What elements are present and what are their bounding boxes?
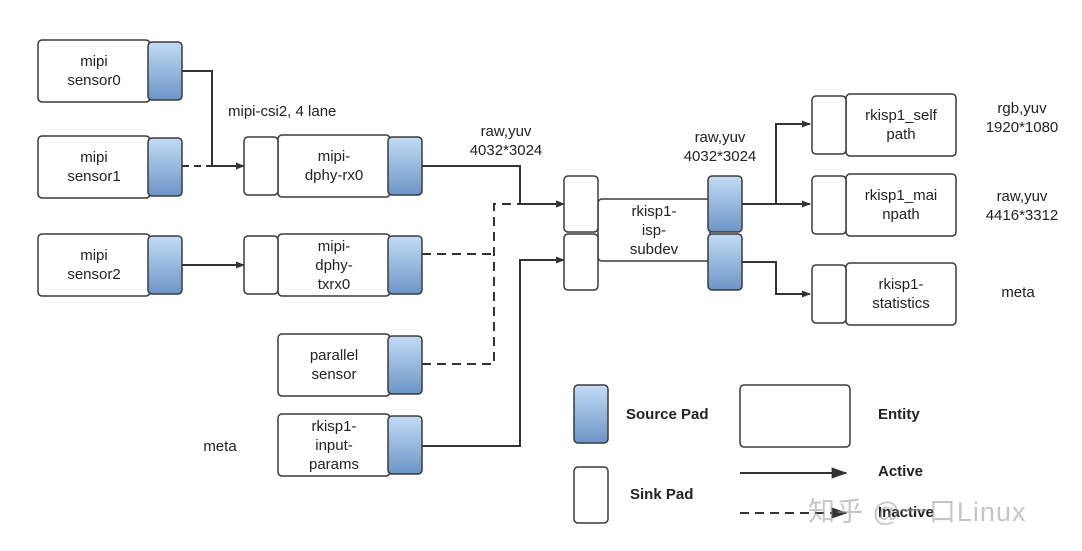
- legend-sink-pad-label: Sink Pad: [630, 486, 694, 503]
- isp-sink-pad-0: [563, 175, 599, 233]
- dphy-rx0-label: mipi- dphy-rx0: [304, 148, 364, 184]
- link-parallel-isp: [422, 200, 565, 365]
- isp-subdev-label: rkisp1- isp- subdev: [629, 202, 679, 258]
- legend-active-label: Active: [878, 463, 924, 480]
- legend-inactive-label: Inactive: [878, 504, 934, 521]
- sensor0-source-pad: [147, 41, 183, 101]
- statistics-meta-annotation: meta: [1001, 284, 1035, 301]
- legend-source-pad: [573, 384, 609, 444]
- dphy-txrx0-label: mipi- dphy- txrx0: [315, 237, 353, 293]
- sensor1-label: mipi sensor1: [67, 149, 121, 185]
- txrx0-sink-pad: [243, 235, 279, 295]
- isp-sink-pad-1: [563, 233, 599, 291]
- sensor2-source-pad: [147, 235, 183, 295]
- sensor2-label: mipi sensor2: [67, 247, 121, 283]
- link-isp-selfpath: [742, 120, 811, 205]
- selfpath-format-annotation: rgb,yuv 1920*1080: [985, 100, 1059, 136]
- link-params-isp: [422, 256, 565, 447]
- legend-entity-box: [739, 384, 851, 448]
- isp-format-annotation: raw,yuv 4032*3024: [683, 129, 757, 165]
- mainpath-sink-pad: [811, 175, 847, 235]
- mainpath-label: rkisp1_mai npath: [864, 187, 938, 223]
- isp-source-pad-1: [707, 233, 743, 291]
- legend-sink-pad: [573, 466, 609, 524]
- link-sensor0-rx0: [182, 70, 245, 170]
- link-isp-statistics: [742, 261, 811, 298]
- rx0-source-pad: [387, 136, 423, 196]
- selfpath-sink-pad: [811, 95, 847, 155]
- txrx0-source-pad: [387, 235, 423, 295]
- legend-entity-label: Entity: [878, 406, 920, 423]
- statistics-label: rkisp1- statistics: [872, 276, 930, 312]
- parallel-source-pad: [387, 335, 423, 395]
- parallel-sensor-label: parallel sensor: [309, 347, 359, 383]
- input-params-label: rkisp1- input- params: [308, 417, 360, 473]
- link-rx0-isp: [422, 165, 565, 208]
- sensor0-label: mipi sensor0: [67, 53, 121, 89]
- sensor1-source-pad: [147, 137, 183, 197]
- params-meta-annotation: meta: [203, 438, 237, 455]
- rx0-format-annotation: raw,yuv 4032*3024: [469, 123, 543, 159]
- csi-lane-annotation: mipi-csi2, 4 lane: [228, 103, 337, 120]
- selfpath-label: rkisp1_self path: [865, 107, 937, 143]
- params-source-pad: [387, 415, 423, 475]
- isp-source-pad-0: [707, 175, 743, 233]
- legend-source-pad-label: Source Pad: [626, 406, 709, 423]
- watermark-text: 知乎 @一口Linux: [808, 497, 1027, 527]
- rx0-sink-pad: [243, 136, 279, 196]
- mainpath-format-annotation: raw,yuv 4416*3312: [985, 188, 1059, 224]
- statistics-sink-pad: [811, 264, 847, 324]
